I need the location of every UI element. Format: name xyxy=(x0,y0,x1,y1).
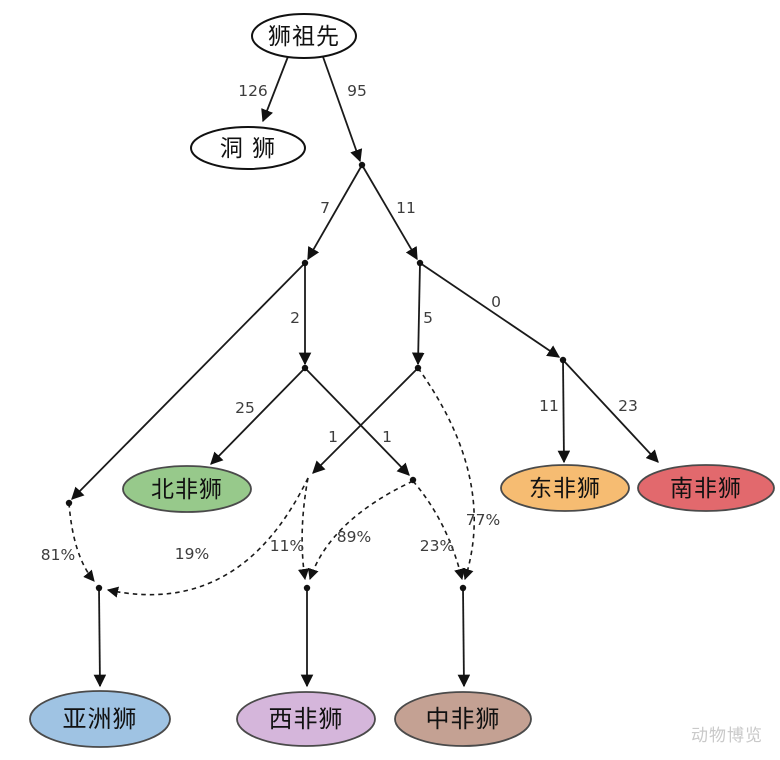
node-central-african-label: 中非狮 xyxy=(426,705,501,733)
junction-dots xyxy=(65,161,567,592)
edge-label-126: 126 xyxy=(238,82,268,100)
edge-label-11pct: 11% xyxy=(270,537,304,555)
node-south-african-label: 南非狮 xyxy=(670,476,742,502)
edge-label-23-south: 23 xyxy=(618,397,638,415)
edge-j3-j6 xyxy=(419,262,561,358)
edge-label-1-right: 1 xyxy=(382,428,392,446)
junction-dot-j1 xyxy=(358,161,366,169)
node-central-african-ellipse xyxy=(394,691,532,747)
edge-label-81pct: 81% xyxy=(41,546,75,564)
edge-m3-central xyxy=(457,587,471,688)
node-root: 狮祖先 xyxy=(251,13,357,59)
edge-j3-j5 xyxy=(411,262,425,366)
junction-dot-L xyxy=(65,499,73,507)
node-east-african-label: 东非狮 xyxy=(529,476,601,502)
junction-dot-j2 xyxy=(301,259,309,267)
node-cave-lion: 洞 狮 xyxy=(190,126,306,170)
edge-label-2: 2 xyxy=(290,309,300,327)
junction-dot-nb xyxy=(409,476,417,484)
junction-dot-j3 xyxy=(416,259,424,267)
edge-label-11-east: 11 xyxy=(539,397,559,415)
edge-j4-north xyxy=(210,367,306,465)
edge-root-j1 xyxy=(321,53,363,163)
edge-j5-m3-dashed xyxy=(417,367,475,581)
dashed-edges xyxy=(68,367,475,598)
edge-na-m1-dashed xyxy=(106,477,309,598)
edge-label-89pct: 89% xyxy=(337,528,371,546)
node-west-african-lion: 西非狮 xyxy=(236,691,376,747)
edge-label-25: 25 xyxy=(235,399,255,417)
edge-j1-j2 xyxy=(307,164,363,261)
junction-dot-j5 xyxy=(414,364,422,372)
node-cave-lion-label: 洞 狮 xyxy=(220,136,276,162)
junction-dot-m2 xyxy=(303,584,311,592)
edge-j5-na xyxy=(312,367,419,474)
edge-nb-m2-dashed xyxy=(307,480,414,581)
edge-root-cave xyxy=(261,53,290,123)
node-west-african-label: 西非狮 xyxy=(269,705,344,733)
edge-label-95: 95 xyxy=(347,82,367,100)
node-east-african-ellipse xyxy=(500,464,630,512)
edge-na-m2-dashed xyxy=(297,477,310,581)
watermark-text: 动物博览 xyxy=(691,726,763,746)
node-asian-lion: 亚洲狮 xyxy=(29,690,171,748)
junction-dot-j6 xyxy=(559,356,567,364)
edge-L-m1-dashed xyxy=(68,502,95,582)
node-south-african-lion: 南非狮 xyxy=(637,464,775,512)
junction-dot-j4 xyxy=(301,364,309,372)
edge-label-23pct: 23% xyxy=(420,537,454,555)
edge-label-11: 11 xyxy=(396,199,416,217)
edge-label-77pct: 77% xyxy=(466,511,500,529)
edge-m1-asian xyxy=(93,587,107,688)
edge-j2-L xyxy=(71,262,306,500)
node-west-african-ellipse xyxy=(236,691,376,747)
junction-dot-m3 xyxy=(459,584,467,592)
node-north-african-ellipse xyxy=(122,465,252,513)
edge-label-0: 0 xyxy=(491,293,501,311)
edge-label-19pct: 19% xyxy=(175,545,209,563)
node-cave-lion-ellipse xyxy=(190,126,306,170)
node-asian-ellipse xyxy=(29,690,171,748)
edge-j6-east xyxy=(557,359,571,464)
edge-labels: 126 95 7 11 2 5 0 25 1 1 11 23 81% 19% 1… xyxy=(41,82,638,564)
edge-label-1-left: 1 xyxy=(328,428,338,446)
node-south-african-ellipse xyxy=(637,464,775,512)
edge-j4-nb xyxy=(304,367,410,476)
node-north-african-label: 北非狮 xyxy=(151,477,223,503)
solid-edges xyxy=(71,53,659,688)
edge-label-7: 7 xyxy=(320,199,330,217)
node-east-african-lion: 东非狮 xyxy=(500,464,630,512)
edge-nb-m3-dashed xyxy=(412,480,466,581)
node-north-african-lion: 北非狮 xyxy=(122,465,252,513)
node-root-ellipse xyxy=(251,13,357,59)
node-central-african-lion: 中非狮 xyxy=(394,691,532,747)
edge-j6-south xyxy=(562,359,659,463)
node-root-label: 狮祖先 xyxy=(268,24,340,50)
node-asian-label: 亚洲狮 xyxy=(63,705,138,733)
edge-j1-j3 xyxy=(361,164,418,261)
junction-dot-m1 xyxy=(95,584,103,592)
edge-label-5: 5 xyxy=(423,309,433,327)
